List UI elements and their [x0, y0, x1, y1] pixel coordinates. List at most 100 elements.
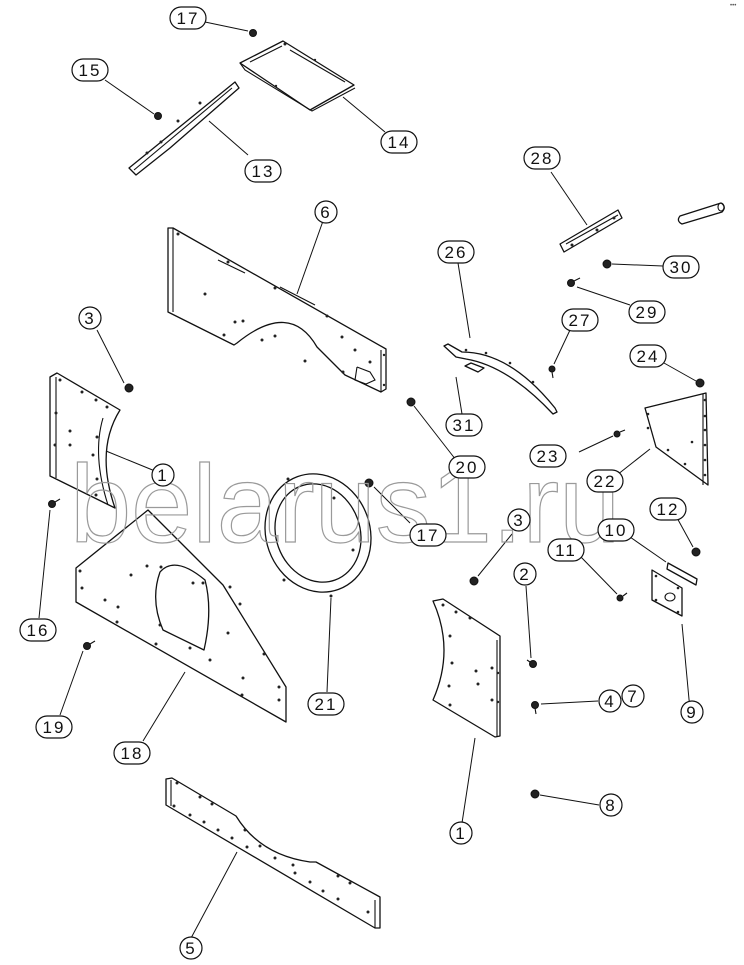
- fastener-nut-3-low: [469, 576, 479, 586]
- callout-15[interactable]: 15: [71, 58, 109, 82]
- callout-7[interactable]: 7: [621, 684, 645, 708]
- callout-1-left[interactable]: 1: [151, 463, 175, 487]
- svg-text:5: 5: [185, 939, 196, 958]
- callout-19[interactable]: 19: [35, 715, 73, 739]
- callout-26[interactable]: 26: [437, 240, 475, 264]
- callout-29[interactable]: 29: [628, 300, 666, 324]
- svg-text:15: 15: [79, 61, 102, 80]
- svg-text:14: 14: [388, 133, 411, 152]
- part-18-plate: [75, 509, 287, 723]
- part-31-small-plate: [464, 362, 485, 373]
- fastener-nut-30: [602, 259, 612, 269]
- svg-text:24: 24: [637, 347, 660, 366]
- svg-text:22: 22: [594, 472, 617, 491]
- callout-22[interactable]: 22: [586, 469, 624, 493]
- fastener-bolt-19: [83, 640, 96, 650]
- part-22-right-plate: [644, 392, 709, 486]
- fastener-nut-3-top: [124, 383, 134, 393]
- fastener-nut-24: [695, 378, 705, 388]
- callout-11[interactable]: 11: [547, 538, 585, 562]
- svg-text:11: 11: [555, 541, 577, 560]
- svg-text:28: 28: [531, 149, 554, 168]
- callout-23[interactable]: 23: [529, 444, 567, 468]
- corner-mark: •••: [730, 3, 736, 9]
- svg-text:13: 13: [252, 162, 275, 181]
- callout-28[interactable]: 28: [523, 146, 561, 170]
- fastener-bolt-29: [567, 277, 581, 287]
- part-1-right-panel: [432, 598, 501, 738]
- part-13-bracket: [128, 81, 240, 176]
- fastener-bolt-27: [548, 365, 556, 379]
- svg-text:1: 1: [157, 466, 168, 485]
- part-14-tray: [239, 40, 356, 112]
- callout-17-mid[interactable]: 17: [409, 523, 447, 547]
- svg-text:29: 29: [636, 303, 659, 322]
- callout-8[interactable]: 8: [599, 793, 623, 817]
- fastener-nut-20: [406, 397, 416, 407]
- callout-5[interactable]: 5: [179, 936, 203, 960]
- svg-text:7: 7: [627, 687, 638, 706]
- callout-2[interactable]: 2: [513, 562, 537, 586]
- callout-17-top[interactable]: 17: [169, 6, 207, 30]
- callout-27[interactable]: 27: [561, 308, 599, 332]
- part-26-curved-bar: [443, 343, 558, 415]
- svg-text:17: 17: [417, 526, 440, 545]
- fastener-bolt-23: [613, 429, 626, 438]
- part-9-plate: [651, 569, 683, 617]
- svg-text:30: 30: [670, 258, 693, 277]
- svg-text:27: 27: [569, 311, 592, 330]
- part-21-ring: [264, 473, 372, 598]
- fastener-nut-8: [530, 789, 540, 799]
- callout-16[interactable]: 16: [19, 618, 57, 642]
- fastener-bolt-2: [526, 659, 537, 668]
- svg-text:19: 19: [43, 718, 66, 737]
- svg-text:21: 21: [315, 695, 338, 714]
- svg-text:12: 12: [657, 500, 680, 519]
- fastener-bolt-15: [154, 112, 162, 120]
- fastener-nut-17-mid: [364, 478, 374, 488]
- callout-9[interactable]: 9: [680, 700, 704, 724]
- svg-text:18: 18: [121, 744, 144, 763]
- fastener-nut-17-top: [249, 29, 257, 37]
- svg-text:17: 17: [177, 9, 200, 28]
- callout-24[interactable]: 24: [629, 344, 667, 368]
- callout-31[interactable]: 31: [445, 413, 483, 437]
- callout-6[interactable]: 6: [314, 200, 338, 224]
- callout-10[interactable]: 10: [597, 518, 635, 542]
- callout-14[interactable]: 14: [380, 130, 418, 154]
- svg-text:3: 3: [84, 309, 95, 328]
- leader-lines: [38, 21, 697, 941]
- pin-part: [677, 202, 725, 225]
- callout-12[interactable]: 12: [649, 497, 687, 521]
- part-5-beam: [165, 777, 381, 929]
- part-6-side-panel: [167, 227, 387, 393]
- svg-text:6: 6: [320, 203, 331, 222]
- part-10-strip: [666, 562, 698, 586]
- callout-3-low[interactable]: 3: [507, 508, 531, 532]
- callout-20[interactable]: 20: [448, 455, 486, 479]
- callout-1-right[interactable]: 1: [449, 821, 473, 845]
- callout-4[interactable]: 4: [598, 689, 622, 713]
- callout-30[interactable]: 30: [662, 255, 700, 279]
- svg-text:8: 8: [605, 796, 616, 815]
- callout-3-top[interactable]: 3: [78, 306, 102, 330]
- callout-21[interactable]: 21: [307, 692, 345, 716]
- svg-text:10: 10: [605, 521, 628, 540]
- fastener-nut-12: [691, 547, 701, 557]
- svg-text:23: 23: [537, 447, 560, 466]
- part-1-left-panel: [49, 372, 121, 509]
- svg-text:3: 3: [513, 511, 524, 530]
- fastener-bolt-11: [616, 592, 628, 602]
- callout-13[interactable]: 13: [244, 159, 282, 183]
- fastener-bolt-16: [48, 498, 61, 508]
- callout-18[interactable]: 18: [113, 741, 151, 765]
- svg-text:4: 4: [604, 692, 615, 711]
- fastener-bolt-4-7: [531, 701, 539, 715]
- svg-text:20: 20: [456, 458, 479, 477]
- part-28-bar: [559, 209, 623, 253]
- svg-text:16: 16: [27, 621, 50, 640]
- svg-text:26: 26: [445, 243, 468, 262]
- svg-text:9: 9: [686, 703, 697, 722]
- svg-text:31: 31: [453, 416, 476, 435]
